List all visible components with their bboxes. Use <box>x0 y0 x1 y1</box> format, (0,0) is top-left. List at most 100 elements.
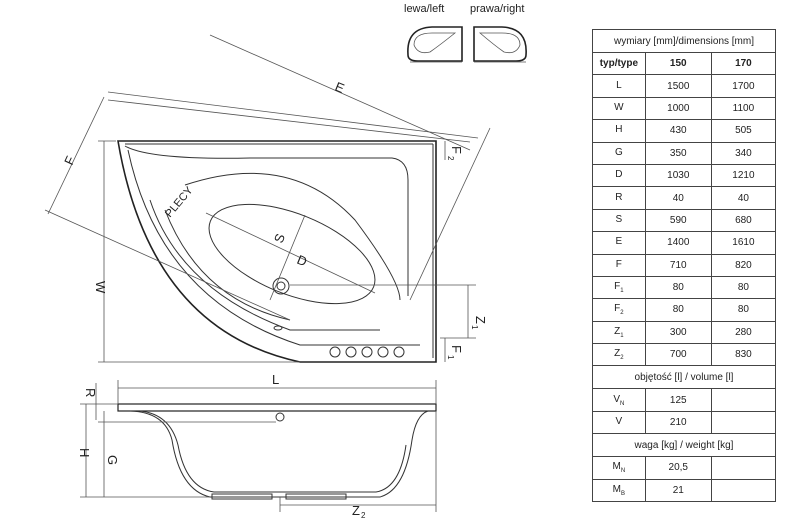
value-150: 21 <box>644 478 712 503</box>
row-label-text: F <box>614 303 621 315</box>
value-170: 340 <box>710 141 777 165</box>
dim-label-E: E <box>333 79 347 96</box>
row-label: S <box>592 208 646 233</box>
type-label: typ/type <box>592 51 646 76</box>
plan-dimensions <box>44 34 491 363</box>
right-variant-icon <box>473 26 527 63</box>
value-150: 20,5 <box>644 456 712 480</box>
row-label: MB <box>592 478 646 503</box>
svg-text:F: F <box>449 146 464 154</box>
row-label: G <box>592 141 646 165</box>
row-label: VN <box>592 388 646 412</box>
row-label-text: M <box>612 461 621 473</box>
left-variant-icon <box>407 26 463 63</box>
value-170 <box>710 410 777 435</box>
row-label-text: W <box>614 101 624 113</box>
value-150: 1400 <box>644 231 712 255</box>
row-label: F2 <box>592 298 646 322</box>
row-label-text: D <box>615 169 623 181</box>
svg-text:2: 2 <box>446 156 455 161</box>
row-label-subscript: 2 <box>620 355 624 362</box>
row-label: V <box>592 410 646 435</box>
dim-label-H: H <box>77 448 92 457</box>
dim-label-F1: F 1 <box>446 345 464 360</box>
value-170: 680 <box>710 208 777 233</box>
row-label-text: H <box>615 124 623 136</box>
value-170: 1100 <box>710 96 777 121</box>
row-label-text: M <box>612 483 622 495</box>
dim-label-D: D <box>295 252 309 269</box>
dim-label-R: R <box>83 388 98 397</box>
dim-label-W: W <box>93 281 108 294</box>
svg-text:F: F <box>449 345 464 353</box>
row-label-text: F <box>615 258 622 270</box>
svg-text:Z: Z <box>473 316 488 324</box>
svg-text:1: 1 <box>446 355 455 360</box>
value-170: 280 <box>710 320 777 345</box>
value-150: 350 <box>644 141 712 165</box>
massage-jets <box>329 346 405 358</box>
weight-header: waga [kg] / weight [kg] <box>592 433 776 458</box>
row-label-text: L <box>616 79 622 91</box>
value-170: 1610 <box>710 231 777 255</box>
value-150: 300 <box>644 320 712 345</box>
row-label: H <box>592 119 646 143</box>
value-170: 830 <box>710 343 777 367</box>
dimensions-header: wymiary [mm]/dimensions [mm] <box>592 29 776 53</box>
row-label: E <box>592 231 646 255</box>
row-label-text: Z <box>614 348 621 360</box>
volume-header: objętość [l] / volume [l] <box>592 365 776 390</box>
value-150: 700 <box>644 343 712 367</box>
row-label: D <box>592 163 646 188</box>
row-label: Z1 <box>592 320 646 345</box>
row-label-subscript: 1 <box>620 288 624 295</box>
right-variant-label: prawa/right <box>470 3 524 15</box>
row-label-subscript: 1 <box>620 332 624 339</box>
dim-label-F2: F 2 <box>446 146 464 161</box>
value-170: 820 <box>710 253 777 277</box>
side-view <box>80 380 437 512</box>
row-label-text: E <box>615 236 623 248</box>
value-150: 210 <box>644 410 712 435</box>
value-170 <box>710 388 777 412</box>
plan-view <box>117 140 437 363</box>
value-150: 125 <box>644 388 712 412</box>
value-170: 1700 <box>710 74 777 98</box>
value-150: 1030 <box>644 163 712 188</box>
value-170 <box>710 478 777 503</box>
type-150: 150 <box>644 51 712 76</box>
dim-label-Z2: Z 2 <box>352 503 366 520</box>
row-label-text: Z <box>614 325 621 337</box>
svg-text:Z: Z <box>352 503 360 518</box>
dim-label-G: G <box>105 455 120 465</box>
value-150: 1000 <box>644 96 712 121</box>
value-170: 505 <box>710 119 777 143</box>
svg-text:2: 2 <box>361 511 366 520</box>
plecy-label: PLECY <box>163 184 196 220</box>
type-row: typ/type 150 170 <box>592 51 777 76</box>
svg-text:1: 1 <box>470 325 479 330</box>
row-label: F1 <box>592 275 646 300</box>
row-label-subscript: 2 <box>620 310 624 317</box>
value-170 <box>710 456 777 480</box>
value-170: 1210 <box>710 163 777 188</box>
value-170: 80 <box>710 275 777 300</box>
dim-label-L: L <box>272 372 279 387</box>
row-label-text: V <box>613 393 621 405</box>
dimensions-table: wymiary [mm]/dimensions [mm] typ/type 15… <box>592 29 777 503</box>
